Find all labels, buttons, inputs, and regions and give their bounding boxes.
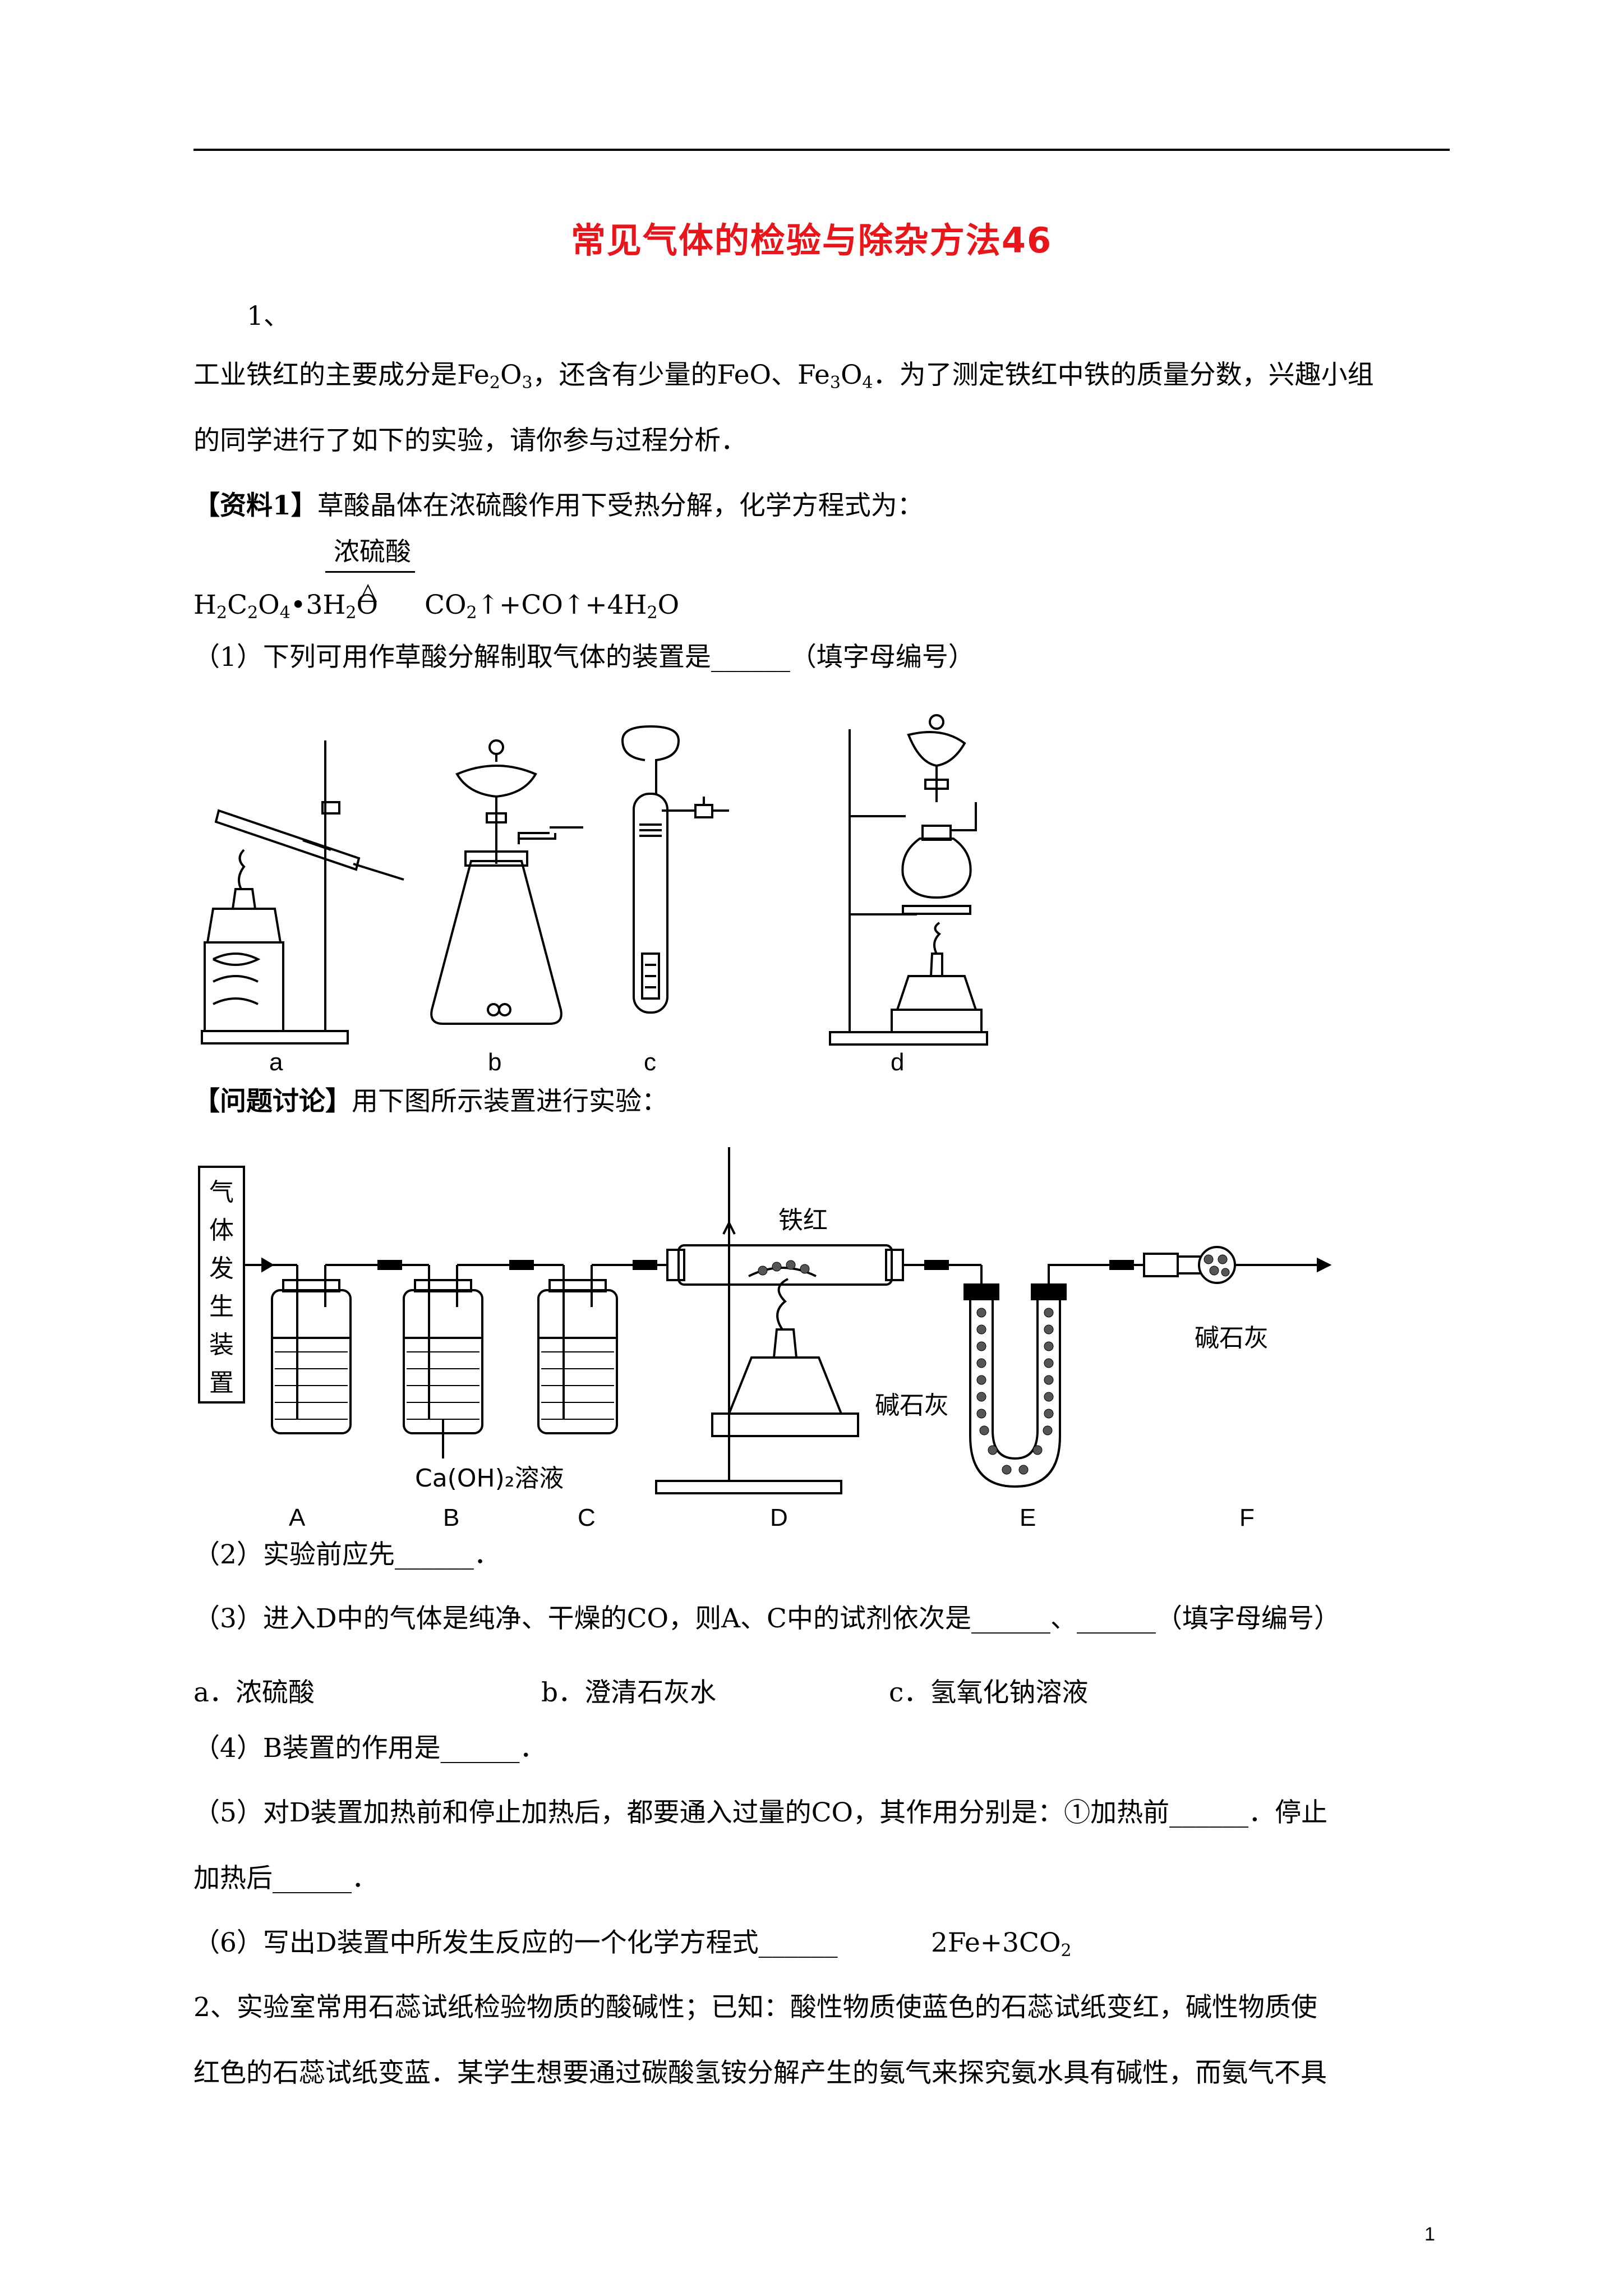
apparatus-label-a: a: [269, 1048, 283, 1076]
question-6-product: 2Fe+3CO2: [931, 1927, 1072, 1961]
question-number: 1、: [247, 301, 290, 332]
bottle-a: [269, 1264, 353, 1434]
label-caoh2: Ca(OH)₂溶液: [415, 1464, 564, 1493]
generator-box: [198, 1166, 245, 1404]
generator-char-2: 体: [209, 1216, 234, 1245]
intro-line-1: 工业铁红的主要成分是Fe2O3，还含有少量的FeO、Fe3O4．为了测定铁红中铁…: [193, 360, 1374, 393]
option-a: a．浓硫酸: [193, 1677, 315, 1708]
drying-tube-f: [1099, 1246, 1332, 1284]
generator-char-5: 装: [209, 1331, 234, 1359]
bottle-c: [494, 1264, 667, 1434]
label-tiehong: 铁红: [778, 1206, 828, 1235]
header-rule: [193, 149, 1450, 151]
equation-left: H2C2O4•3H2O: [193, 590, 379, 623]
question-1-1: （1）下列可用作草酸分解制取气体的装置是______（填字母编号）: [193, 642, 975, 673]
generator-char-4: 生: [209, 1292, 234, 1321]
apparatus-label-d: d: [891, 1048, 904, 1076]
equation-right: CO2↑+CO↑+4H2O: [425, 590, 680, 623]
intro-line-2: 的同学进行了如下的实验，请你参与过程分析．: [193, 425, 747, 456]
apparatus-figure: a b c d: [201, 714, 988, 1076]
setup-letter-f: F: [1239, 1504, 1255, 1531]
page-title: 常见气体的检验与除杂方法46: [570, 220, 1053, 261]
question-5-line-2: 加热后______．: [193, 1863, 378, 1894]
generator-char-3: 发: [209, 1254, 234, 1283]
apparatus-b: [430, 739, 583, 1025]
apparatus-d: [829, 714, 988, 1046]
setup-letter-d: D: [770, 1504, 788, 1531]
bottle-b: [353, 1264, 494, 1434]
apparatus-label-b: b: [488, 1048, 501, 1076]
label-soda-lime-f: 碱石灰: [1195, 1324, 1269, 1352]
question-6: （6）写出D装置中所发生反应的一个化学方程式______: [193, 1927, 838, 1958]
setup-figure: 气 体 发 生 装 置 铁红 碱石灰 碱石灰 Ca(OH)₂溶液 A B C D…: [198, 1147, 1332, 1531]
apparatus-a: [201, 740, 404, 1045]
info-1: 【资料1】草酸晶体在浓硫酸作用下受热分解，化学方程式为：: [193, 490, 924, 521]
setup-letter-c: C: [578, 1504, 596, 1531]
u-tube-e: [963, 1264, 1099, 1488]
equation-condition-top: 浓硫酸: [334, 536, 411, 567]
tube-d: [655, 1147, 981, 1494]
question-5-line-1: （5）对D装置加热前和停止加热后，都要通入过量的CO，其作用分别是：①加热前__…: [193, 1797, 1328, 1828]
label-soda-lime-e: 碱石灰: [875, 1391, 949, 1420]
option-c: c．氢氧化钠溶液: [889, 1677, 1089, 1708]
option-b: b．澄清石灰水: [541, 1677, 717, 1708]
apparatus-label-c: c: [644, 1048, 656, 1076]
discussion-line: 【问题讨论】用下图所示装置进行实验：: [193, 1086, 668, 1117]
page-number: 1: [1424, 2224, 1435, 2245]
setup-letter-a: A: [289, 1504, 306, 1531]
question-2: （2）实验前应先______．: [193, 1539, 500, 1570]
question-4: （4）B装置的作用是______．: [193, 1733, 546, 1764]
generator-char-1: 气: [209, 1178, 234, 1207]
question-2-intro-1: 2、实验室常用石蕊试纸检验物质的酸碱性；已知：酸性物质使蓝色的石蕊试纸变红，碱性…: [193, 1992, 1317, 2023]
apparatus-c: [621, 725, 729, 1014]
question-3: （3）进入D中的气体是纯净、干燥的CO，则A、C中的试剂依次是______、__…: [193, 1603, 1340, 1634]
setup-letter-b: B: [443, 1504, 459, 1531]
equation-condition-bottom: △: [359, 577, 377, 605]
question-2-intro-2: 红色的石蕊试纸变蓝．某学生想要通过碳酸氢铵分解产生的氨气来探究氨水具有碱性，而氨…: [193, 2058, 1327, 2088]
equation-condition-line: [325, 571, 415, 573]
setup-letter-e: E: [1020, 1504, 1036, 1531]
generator-char-6: 置: [209, 1369, 234, 1397]
